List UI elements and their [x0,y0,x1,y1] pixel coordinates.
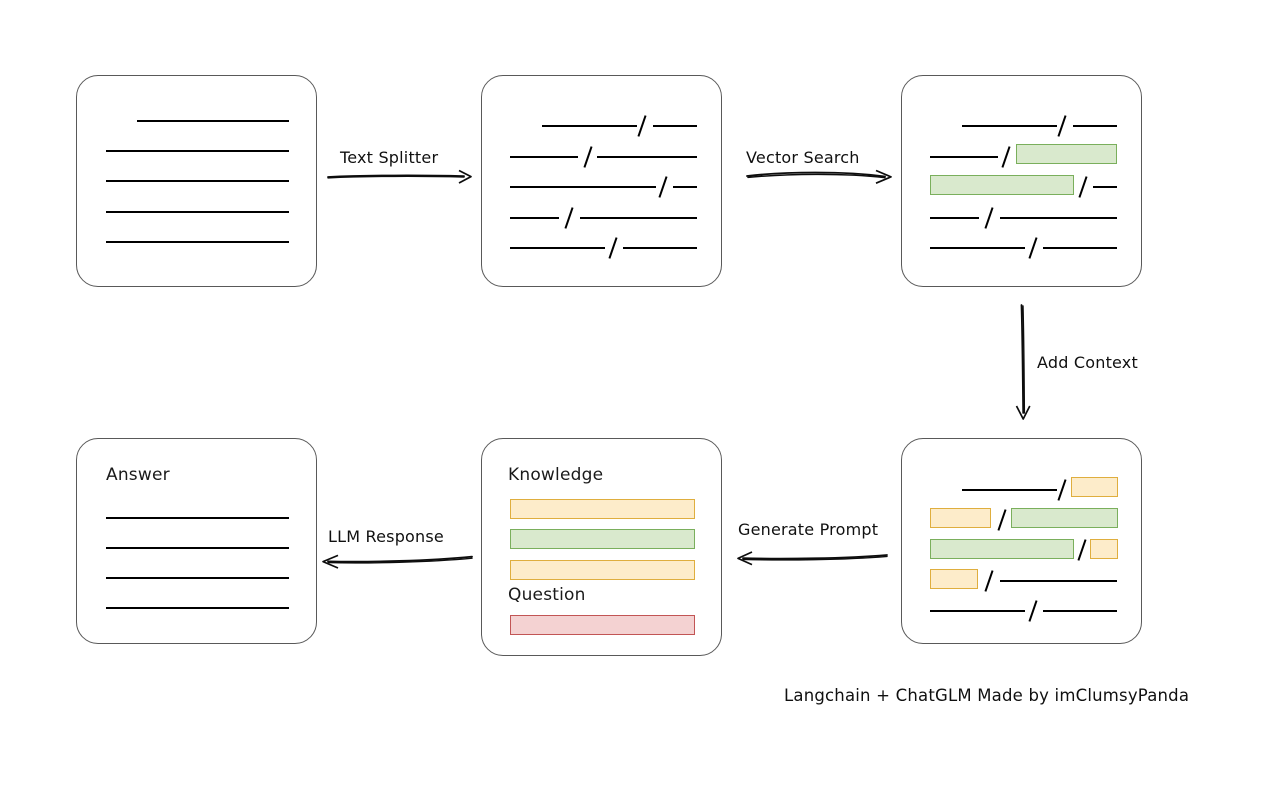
chunk-rule [1043,610,1117,612]
arrow-llm-response [322,554,473,569]
chunk-separator-icon [608,237,618,259]
chunk-rule [510,247,605,249]
chunk-rule [1000,580,1117,582]
chunk-separator-icon [984,207,994,229]
chunk-rule [510,217,559,219]
edge-label-generate-prompt: Generate Prompt [738,520,879,539]
match-highlight-green [1016,144,1117,164]
chunk-separator-icon [1057,479,1067,501]
chunk-separator-icon [997,509,1007,531]
context-highlight-yellow [930,569,978,589]
knowledge-bar-yellow [510,560,695,580]
chunk-rule [930,217,979,219]
text-rule [106,241,289,243]
chunk-rule [580,217,697,219]
chunk-separator-icon [583,146,593,168]
text-rule [106,211,289,213]
match-highlight-green [930,175,1074,195]
edge-label-llm-response: LLM Response [328,527,444,546]
node-context-chunks[interactable] [901,438,1142,644]
knowledge-label: Knowledge [508,465,604,485]
chunk-separator-icon [1077,539,1087,561]
chunk-separator-icon [1028,237,1038,259]
match-highlight-green [930,539,1074,559]
chunk-rule [597,156,697,158]
chunk-separator-icon [1057,115,1067,137]
chunk-rule [510,156,578,158]
text-rule [106,517,289,519]
chunk-rule [1093,186,1117,188]
edge-label-vector-search: Vector Search [746,148,860,167]
text-rule [106,607,289,609]
chunk-rule [673,186,697,188]
chunk-separator-icon [637,115,647,137]
text-rule [106,150,289,152]
arrow-vector-search [746,169,892,184]
chunk-separator-icon [564,207,574,229]
chunk-rule [1043,247,1117,249]
answer-label: Answer [106,465,170,485]
node-source-document[interactable] [76,75,317,287]
chunk-separator-icon [1001,146,1011,168]
chunk-rule [930,156,998,158]
chunk-rule [623,247,697,249]
arrow-text-splitter [327,169,472,184]
text-rule [137,120,289,122]
chunk-separator-icon [984,570,994,592]
chunk-separator-icon [1028,600,1038,622]
node-prompt[interactable]: Knowledge Question [481,438,722,656]
edge-label-add-context: Add Context [1037,353,1138,372]
arrow-generate-prompt [737,551,888,566]
text-rule [106,577,289,579]
node-retrieved-chunks[interactable] [901,75,1142,287]
chunk-separator-icon [1078,176,1088,198]
question-label: Question [508,585,586,605]
question-bar-red [510,615,695,635]
match-highlight-green [1011,508,1118,528]
context-highlight-yellow [1071,477,1118,497]
chunk-rule [542,125,637,127]
chunk-rule [510,186,656,188]
text-rule [106,547,289,549]
context-highlight-yellow [930,508,991,528]
knowledge-bar-yellow [510,499,695,519]
chunk-rule [930,610,1025,612]
chunk-rule [653,125,697,127]
node-answer[interactable]: Answer [76,438,317,644]
chunk-rule [962,489,1057,491]
chunk-rule [1000,217,1117,219]
chunk-rule [962,125,1057,127]
text-rule [106,180,289,182]
edge-label-text-splitter: Text Splitter [340,148,439,167]
context-highlight-yellow [1090,539,1118,559]
chunk-separator-icon [658,176,668,198]
node-split-chunks[interactable] [481,75,722,287]
knowledge-bar-green [510,529,695,549]
chunk-rule [930,247,1025,249]
chunk-rule [1073,125,1117,127]
arrow-add-context [1015,304,1031,420]
footer-credit: Langchain + ChatGLM Made by imClumsyPand… [784,686,1190,705]
